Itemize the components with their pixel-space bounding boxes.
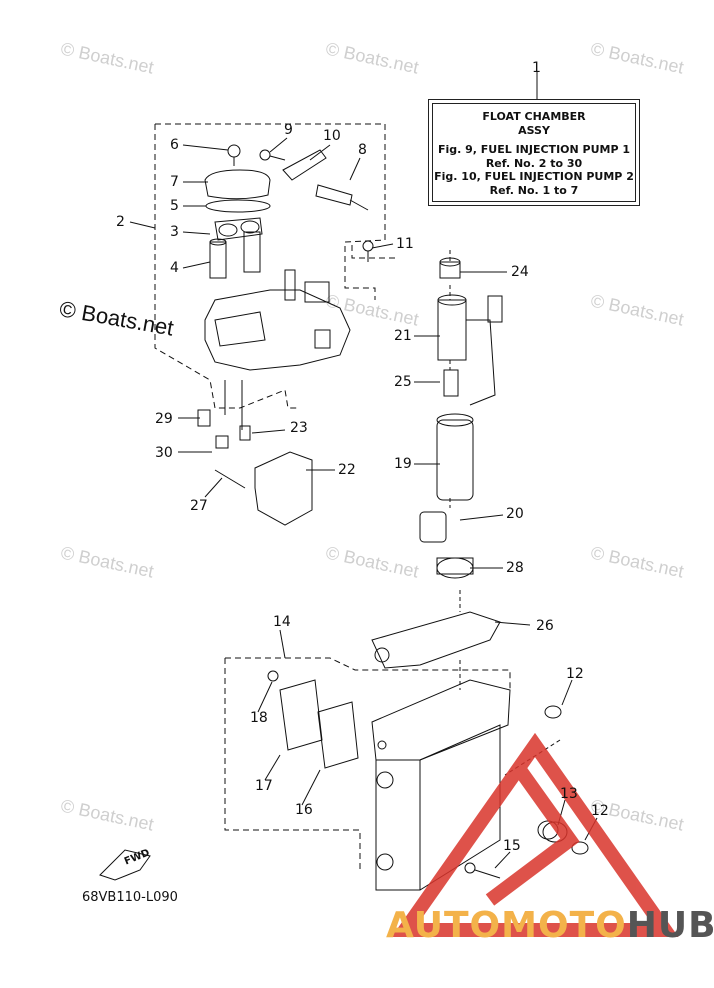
ref-29: 29 <box>155 411 173 427</box>
ref-5: 5 <box>170 198 179 214</box>
ref-28: 28 <box>506 560 524 576</box>
ref-9: 9 <box>284 122 293 138</box>
logo-part: MOTO <box>501 905 627 946</box>
ref-11: 11 <box>396 236 414 252</box>
triangle-logo-icon <box>391 732 679 937</box>
title-line: Ref. No. 2 to 30 <box>485 156 583 170</box>
ref-25: 25 <box>394 374 412 390</box>
title-line: Fig. 9, FUEL INJECTION PUMP 1 <box>437 143 631 156</box>
ref-16: 16 <box>295 802 313 818</box>
ref-15: 15 <box>503 838 521 854</box>
title-line: Fig. 10, FUEL INJECTION PUMP 2 <box>434 170 634 183</box>
ref-7: 7 <box>170 174 179 190</box>
ref-12: 12 <box>566 666 584 682</box>
ref-30: 30 <box>155 445 173 461</box>
ref-12: 12 <box>591 803 609 819</box>
ref-17: 17 <box>255 778 273 794</box>
title-line: FLOAT CHAMBER <box>482 110 586 123</box>
ref-23: 23 <box>290 420 308 436</box>
ref-22: 22 <box>338 462 356 478</box>
logo-part: AUTO <box>386 905 502 946</box>
ref-18: 18 <box>250 710 268 726</box>
ref-2: 2 <box>116 214 125 230</box>
title-box: FLOAT CHAMBER ASSY Fig. 9, FUEL INJECTIO… <box>428 99 640 206</box>
ref-26: 26 <box>536 618 554 634</box>
ref-6: 6 <box>170 137 179 153</box>
diagram-code: 68VB110-L090 <box>82 890 178 905</box>
brand-logo: AUTOMOTOHUB <box>386 905 714 946</box>
ref-3: 3 <box>170 224 179 240</box>
ref-1: 1 <box>532 60 541 76</box>
ref-27: 27 <box>190 498 208 514</box>
logo-part: HUB <box>626 905 714 946</box>
ref-24: 24 <box>511 264 529 280</box>
ref-8: 8 <box>358 142 367 158</box>
title-line: Ref. No. 1 to 7 <box>489 183 579 197</box>
ref-21: 21 <box>394 328 412 344</box>
title-line: ASSY <box>518 123 550 137</box>
ref-20: 20 <box>506 506 524 522</box>
ref-19: 19 <box>394 456 412 472</box>
ref-4: 4 <box>170 260 179 276</box>
ref-10: 10 <box>323 128 341 144</box>
ref-14: 14 <box>273 614 291 630</box>
ref-13: 13 <box>560 786 578 802</box>
